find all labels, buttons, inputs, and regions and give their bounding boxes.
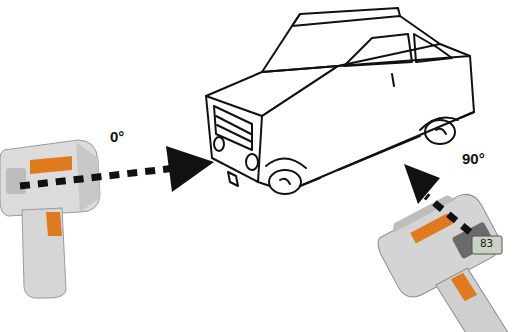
radar-gun-right (371, 183, 514, 332)
angle-label: 0° (110, 128, 124, 145)
angle-label: 90° (462, 150, 485, 167)
beam-arrow-90 (404, 164, 470, 232)
lcd-panel (472, 236, 502, 254)
display-reading: 83 (480, 237, 493, 250)
car-sketch (206, 8, 474, 194)
radar-gun-left (0, 140, 100, 298)
beam-arrow-0 (20, 146, 214, 192)
